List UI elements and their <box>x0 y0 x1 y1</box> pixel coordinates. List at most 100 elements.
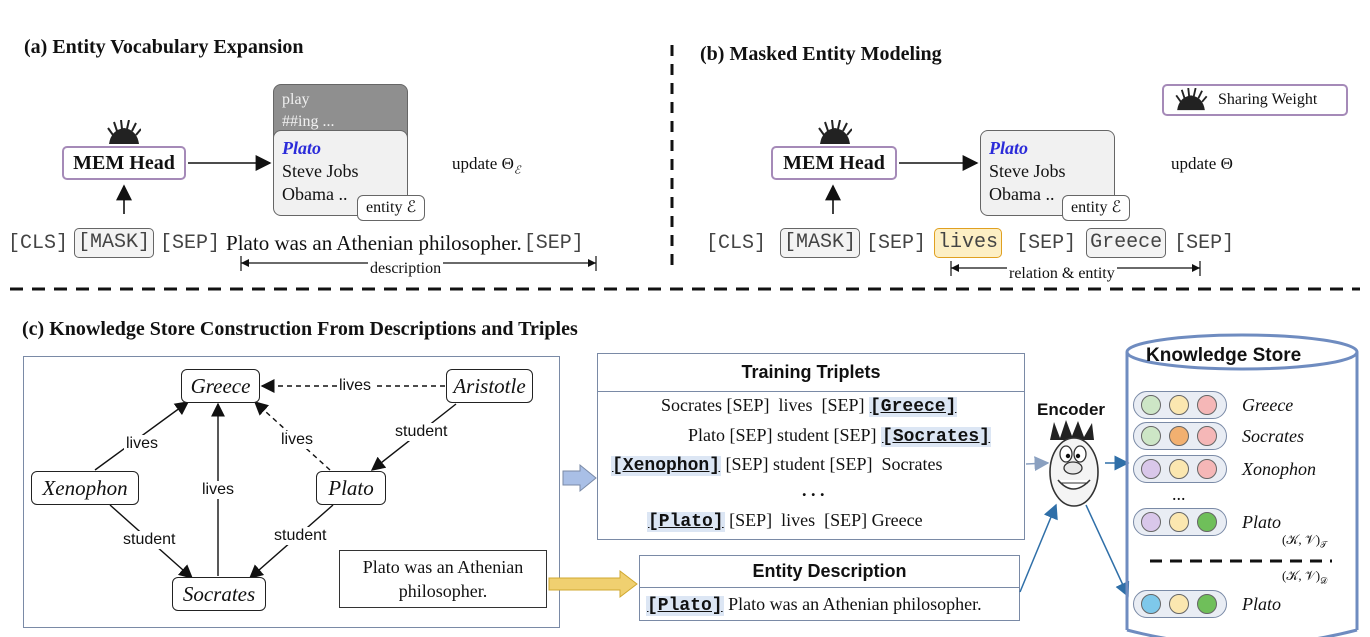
store-entry-label: Greece <box>1242 395 1294 415</box>
memory-slot <box>1133 455 1227 483</box>
description-sentence: Plato was an Athenian philosopher. <box>226 230 522 255</box>
store-entry-label: Xonophon <box>1242 459 1316 479</box>
panel-b-title: (b) Masked Entity Modeling <box>700 43 942 65</box>
edge-label: lives <box>279 431 316 449</box>
kv-description-label: (𝒦, 𝒱)𝒟 <box>1282 568 1327 587</box>
triplet-entity: [Plato] <box>647 512 725 532</box>
description-line: philosopher. <box>398 581 488 601</box>
triplet-text: [SEP] lives [SEP] Greece <box>724 510 923 530</box>
kv-triples-label: (𝒦, 𝒱)𝒯 <box>1282 532 1327 551</box>
input-sequence-b: [CLS] [MASK] [SEP] lives [SEP] Greece [S… <box>706 228 1234 258</box>
sharing-weight-legend: Sharing Weight <box>1162 84 1348 116</box>
mask-token: [MASK] <box>74 228 155 258</box>
kv-subscript: 𝒟 <box>1320 575 1328 586</box>
graph-node-socrates: Socrates <box>172 577 266 611</box>
triplet-entity: [Greece] <box>868 397 958 417</box>
triplet-entity: [Socrates] <box>881 427 992 447</box>
graph-node-greece: Greece <box>181 369 260 403</box>
graph-node-aristotle: Aristotle <box>446 369 533 403</box>
update-subscript: ℰ <box>513 164 521 177</box>
vocab-entity: Steve Jobs <box>282 161 359 181</box>
bert-encoder-icon <box>1049 420 1099 507</box>
triplet-ellipsis: . . . <box>802 480 825 500</box>
sharing-weight-label: Sharing Weight <box>1218 91 1318 108</box>
edge-label: student <box>121 531 178 549</box>
hedgehog-icon <box>107 120 141 144</box>
training-triplets-header: Training Triplets <box>598 354 1024 392</box>
memory-slot <box>1133 391 1227 419</box>
description-line: Plato was an Athenian <box>362 557 524 577</box>
entity-description-header: Entity Description <box>640 556 1019 588</box>
encoder-label: Encoder <box>1037 400 1106 419</box>
edge-label: lives <box>124 435 161 453</box>
triplet-row: [Plato] [SEP] lives [SEP] Greece <box>647 510 923 532</box>
graph-to-triplets-arrow <box>562 463 597 493</box>
store-entry-label: Socrates <box>1242 426 1304 446</box>
triplet-row: Socrates [SEP] lives [SEP] [Greece] <box>661 395 958 417</box>
mem-head-label: MEM Head <box>783 151 885 174</box>
edge-label: student <box>272 527 329 545</box>
entity-token: Greece <box>1086 228 1167 258</box>
memory-slot <box>1133 508 1227 536</box>
mem-head-b: MEM Head <box>771 146 897 180</box>
panel-a-title: (a) Entity Vocabulary Expansion <box>24 36 304 58</box>
memory-slot <box>1133 590 1227 618</box>
vocab-entity: Obama .. <box>989 184 1055 204</box>
entity-description-row: [Plato] Plato was an Athenian philosophe… <box>646 594 982 616</box>
panel-c-title: (c) Knowledge Store Construction From De… <box>22 318 578 340</box>
sep-token: [SEP] <box>1016 231 1077 255</box>
graph-node-plato: Plato <box>316 471 386 505</box>
input-sequence-a: [CLS] [MASK] [SEP] Plato was an Athenian… <box>8 228 584 258</box>
vocab-entity-highlight: Plato <box>989 138 1028 158</box>
entity-tag-a: entity ℰ <box>357 195 426 221</box>
kv-text: (𝒦, 𝒱) <box>1282 568 1321 583</box>
triplet-text: Socrates [SEP] lives [SEP] <box>661 395 869 415</box>
triplet-row: [Xenophon] [SEP] student [SEP] Socrates <box>611 454 943 476</box>
vocab-item: play <box>282 91 310 108</box>
kv-text: (𝒦, 𝒱) <box>1282 532 1321 547</box>
graph-node-xenophon: Xenophon <box>31 471 139 505</box>
edge-label: lives <box>200 481 237 499</box>
update-label-a: update Θℰ <box>452 154 521 176</box>
triplet-entity: [Xenophon] <box>611 456 722 476</box>
sep-token: [SEP] <box>1174 231 1235 255</box>
hedgehog-icon <box>1175 88 1208 111</box>
edge-label: lives <box>337 377 374 395</box>
vocab-item: ##ing ... <box>282 113 335 130</box>
cls-token: [CLS] <box>8 231 69 255</box>
edge-label: student <box>393 423 450 441</box>
description-to-entity-arrow <box>548 569 638 599</box>
span-label-b: relation & entity <box>1007 265 1117 283</box>
mask-token: [MASK] <box>780 228 861 258</box>
knowledge-store-cylinder <box>1125 333 1359 637</box>
knowledge-store-title: Knowledge Store <box>1146 345 1302 366</box>
kv-subscript: 𝒯 <box>1320 539 1327 550</box>
span-label-a: description <box>368 260 444 278</box>
store-ellipsis: ... <box>1172 484 1186 504</box>
store-entry-label: Plato <box>1242 512 1281 532</box>
update-text: update Θ <box>452 154 514 173</box>
entity-tag-b: entity ℰ <box>1062 195 1131 221</box>
triplet-row: Plato [SEP] student [SEP] [Socrates] <box>688 425 992 447</box>
cls-token: [CLS] <box>706 231 767 255</box>
vocab-entity-highlight: Plato <box>282 138 321 158</box>
description-entity: [Plato] <box>646 596 724 616</box>
entity-vocab-card: Plato Steve Jobs Obama .. <box>980 130 1115 216</box>
sep-token: [SEP] <box>160 231 221 255</box>
triplet-text: [SEP] student [SEP] Socrates <box>721 454 943 474</box>
mem-head-a: MEM Head <box>62 146 186 180</box>
sep-token: [SEP] <box>866 231 927 255</box>
mem-head-label: MEM Head <box>73 151 175 174</box>
memory-slot <box>1133 422 1227 450</box>
vocab-entity: Steve Jobs <box>989 161 1066 181</box>
store-entry-label: Plato <box>1242 594 1281 614</box>
triplet-text: Plato [SEP] student [SEP] <box>688 425 882 445</box>
hedgehog-icon <box>818 120 852 144</box>
relation-token: lives <box>934 228 1003 258</box>
description-box: Plato was an Athenian philosopher. <box>339 550 547 608</box>
update-label-b: update Θ <box>1171 154 1233 173</box>
description-text: Plato was an Athenian philosopher. <box>723 594 982 614</box>
vocab-entity: Obama .. <box>282 184 348 204</box>
